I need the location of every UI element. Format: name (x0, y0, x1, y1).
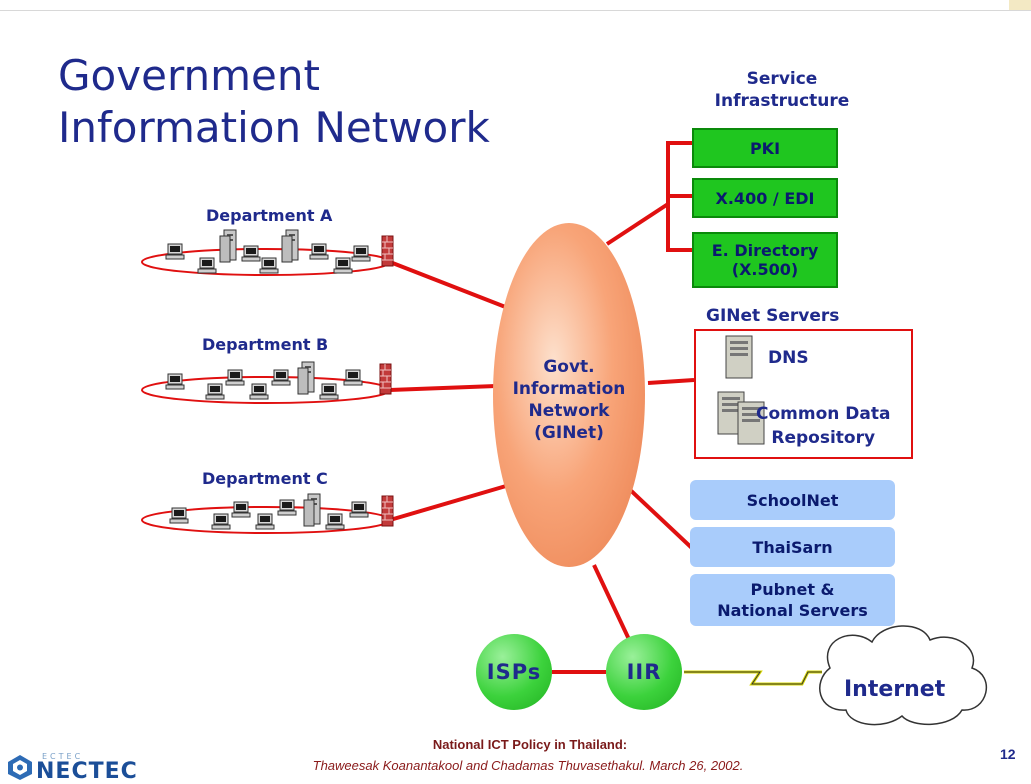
department-b-label: Department B (202, 335, 329, 354)
hub-line-4: (GINet) (534, 423, 604, 443)
department-a-label: Department A (206, 206, 333, 225)
cloud-icon (819, 625, 988, 726)
network-pubnet: Pubnet & National Servers (690, 574, 895, 626)
title-line-1: Government (58, 51, 320, 100)
top-rule (0, 10, 1031, 11)
iir-node: IIR (606, 634, 682, 710)
hub-line-3: Network (528, 401, 610, 421)
nectec-emblem-icon (8, 755, 32, 780)
network-thaisarn: ThaiSarn (690, 527, 895, 567)
title-line-2: Information Network (58, 103, 490, 152)
connection-lines (389, 141, 696, 674)
service-pki: PKI (692, 128, 838, 168)
e-directory-line-1: E. Directory (711, 241, 819, 260)
hub-line-1: Govt. (543, 357, 595, 377)
isps-node: ISPs (476, 634, 552, 710)
service-heading-line-2: Infrastructure (714, 91, 850, 111)
ginet-hub (493, 223, 645, 567)
service-x400-edi: X.400 / EDI (692, 178, 838, 218)
repository-line-2: Repository (771, 428, 876, 448)
nectec-logo (6, 752, 216, 780)
department-c-network (141, 493, 394, 534)
repository-label: Common Data Repository (756, 402, 890, 450)
internet-label: Internet (844, 677, 946, 702)
department-a-network (141, 229, 394, 276)
footer-authors: Thaweesak Koanantakool and Chadamas Thuv… (312, 758, 744, 773)
ginet-servers-box (694, 329, 913, 459)
service-e-directory: E. Directory (X.500) (692, 232, 838, 288)
service-infrastructure-heading: Service Infrastructure (692, 68, 872, 112)
dns-label: DNS (768, 348, 809, 368)
ginet-servers-heading: GINet Servers (706, 306, 840, 326)
page-number: 12 (1000, 746, 1016, 762)
hub-label: Govt. Information Network (GINet) (505, 356, 633, 444)
pubnet-line-2: National Servers (717, 601, 868, 620)
department-c-label: Department C (202, 469, 328, 488)
service-heading-line-1: Service (746, 69, 818, 89)
logo-text: NECTEC (36, 759, 138, 784)
logo-small-text: ECTEC (42, 752, 84, 761)
department-b-network (141, 361, 392, 404)
pubnet-line-1: Pubnet & (750, 580, 835, 599)
e-directory-line-2: (X.500) (731, 260, 799, 279)
repository-line-1: Common Data (756, 404, 891, 424)
network-schoolnet: SchoolNet (690, 480, 895, 520)
hub-line-2: Information (512, 379, 626, 399)
footer-title: National ICT Policy in Thailand: (432, 737, 628, 752)
corner-accent (1009, 0, 1031, 10)
page-title: Government Information Network (58, 50, 490, 154)
